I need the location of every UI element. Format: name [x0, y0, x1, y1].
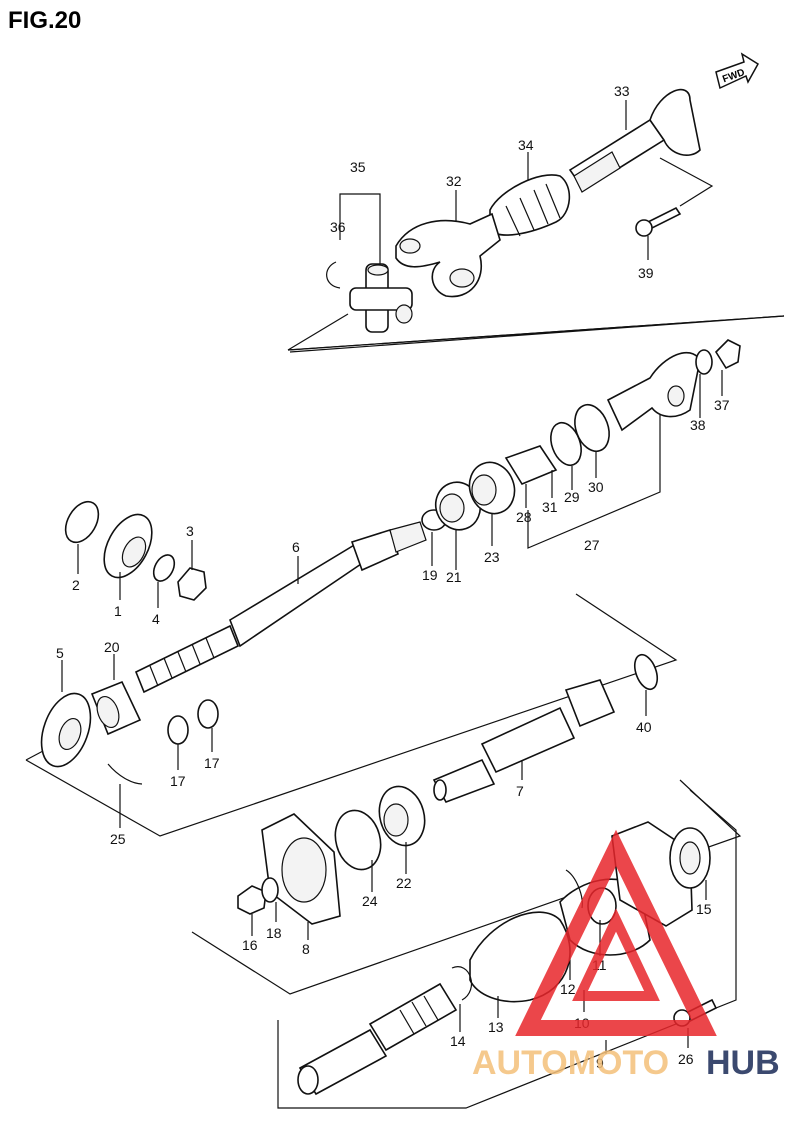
- callout-labels: 33 34 32 35 36 39 37 38 30 29 31 28 27 2…: [56, 83, 730, 1071]
- callout-4: 4: [152, 611, 160, 627]
- part-30-yoke: [606, 351, 701, 432]
- callout-22: 22: [396, 875, 412, 891]
- callout-34: 34: [518, 137, 534, 153]
- part-37-nut: [714, 339, 741, 370]
- part-2-washer: [64, 500, 100, 544]
- callout-20: 20: [104, 639, 120, 655]
- part-4-washer: [152, 554, 176, 582]
- part-24-bearing: [334, 809, 382, 871]
- part-34-boot: [489, 174, 571, 237]
- part-18-washer: [261, 877, 279, 903]
- group-outlines: [25, 157, 785, 1109]
- part-38-washer: [695, 349, 713, 375]
- part-35-spider: [349, 263, 413, 333]
- part-6-shaft: [134, 521, 427, 694]
- callout-5: 5: [56, 645, 64, 661]
- part-17-circlip-a: [167, 715, 189, 745]
- part-1-gear: [103, 513, 153, 579]
- callout-35: 35: [350, 159, 366, 175]
- callout-13: 13: [488, 1019, 504, 1035]
- callout-9: 9: [596, 1055, 604, 1071]
- callout-27: 27: [584, 537, 600, 553]
- part-28-collar: [504, 445, 558, 485]
- leader-lines: [61, 100, 723, 1054]
- callout-1: 1: [114, 603, 122, 619]
- callout-17b: 17: [204, 755, 220, 771]
- part-39-bolt: [635, 206, 682, 237]
- fwd-arrow-icon: FWD: [715, 52, 760, 90]
- callout-36: 36: [330, 219, 346, 235]
- figure-title: FIG.20: [8, 7, 81, 34]
- callout-31: 31: [542, 499, 558, 515]
- part-3-nut: [177, 567, 207, 601]
- part-29-seal: [574, 403, 610, 453]
- watermark-logo: AUTOMOTO HUB: [472, 829, 780, 1082]
- part-8-flange: [261, 813, 341, 925]
- callout-37: 37: [714, 397, 730, 413]
- callout-30: 30: [588, 479, 604, 495]
- callout-17a: 17: [170, 773, 186, 789]
- part-36-clip: [326, 261, 341, 289]
- callout-2: 2: [72, 577, 80, 593]
- part-7-shaft: [432, 679, 616, 803]
- callout-38: 38: [690, 417, 706, 433]
- callout-39: 39: [638, 265, 654, 281]
- callout-24: 24: [362, 893, 378, 909]
- callout-33: 33: [614, 83, 630, 99]
- watermark-text-part1: AUTOMOTO: [472, 1044, 669, 1082]
- callout-28: 28: [516, 509, 532, 525]
- part-5-gear: [40, 692, 92, 768]
- part-22-seal: [378, 785, 426, 847]
- part-9-axle: [297, 982, 458, 1096]
- part-23-seal: [468, 461, 516, 515]
- watermark-inner-triangle-icon: [572, 908, 660, 1001]
- watermark-text-part2: HUB: [706, 1044, 780, 1082]
- callout-15: 15: [696, 901, 712, 917]
- callout-3: 3: [186, 523, 194, 539]
- callout-6: 6: [292, 539, 300, 555]
- callout-7: 7: [516, 783, 524, 799]
- part-16-nut: [237, 885, 267, 915]
- part-21-bearing: [434, 481, 482, 531]
- callout-40: 40: [636, 719, 652, 735]
- part-15-housing: [611, 821, 711, 927]
- callout-8: 8: [302, 941, 310, 957]
- callout-23: 23: [484, 549, 500, 565]
- callout-18: 18: [266, 925, 282, 941]
- part-25-clip: [107, 763, 143, 785]
- part-33-yoke-shaft: [568, 88, 701, 193]
- callout-32: 32: [446, 173, 462, 189]
- watermark-triangle-icon: [515, 829, 717, 1036]
- callout-25: 25: [110, 831, 126, 847]
- callout-21: 21: [446, 569, 462, 585]
- callout-26: 26: [678, 1051, 694, 1067]
- callout-16: 16: [242, 937, 258, 953]
- callout-14: 14: [450, 1033, 466, 1049]
- part-20-bearing: [90, 680, 142, 736]
- callout-29: 29: [564, 489, 580, 505]
- part-32-yoke: [395, 212, 501, 298]
- callout-12: 12: [560, 981, 576, 997]
- part-14-band: [451, 966, 473, 1001]
- part-17-circlip-b: [197, 699, 219, 729]
- part-40-ring: [633, 653, 659, 691]
- callout-19: 19: [422, 567, 438, 583]
